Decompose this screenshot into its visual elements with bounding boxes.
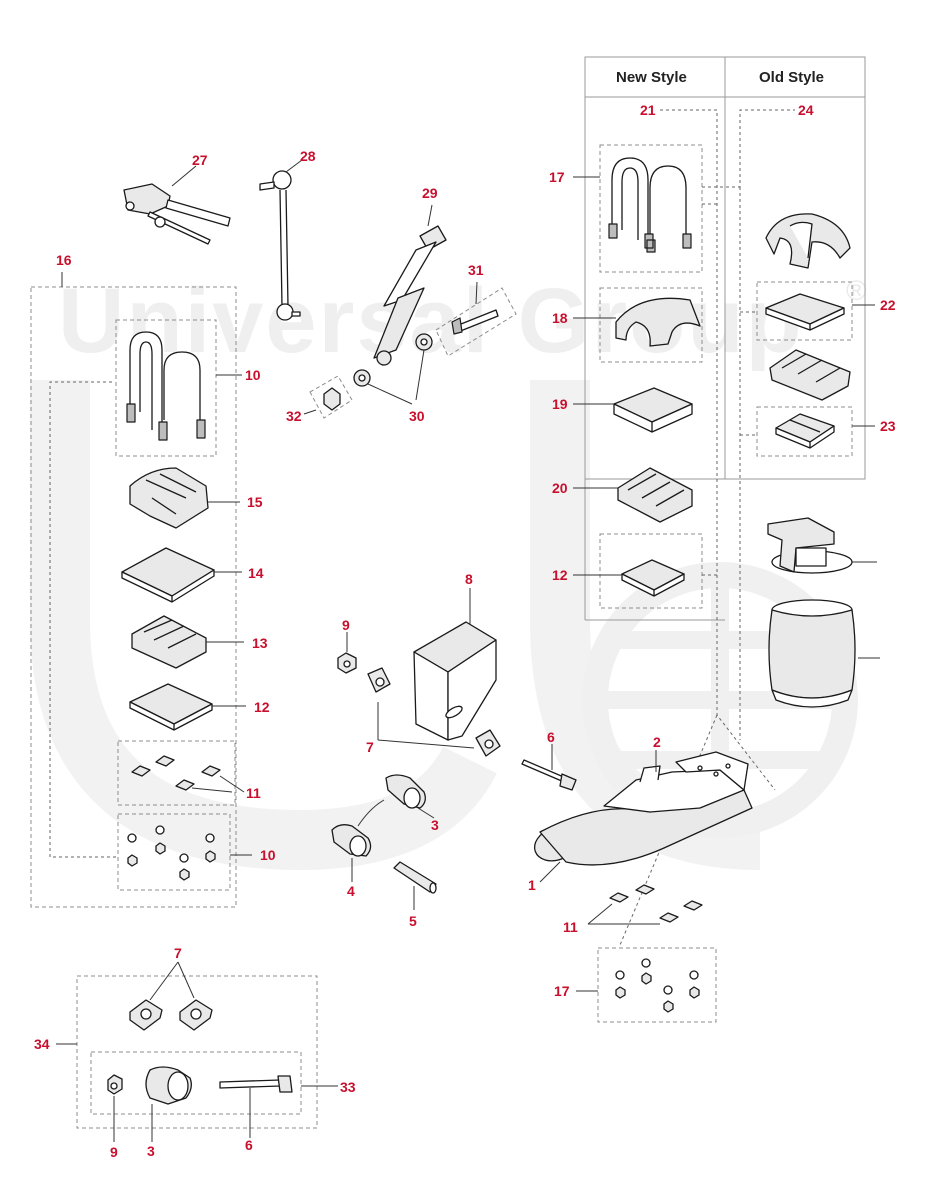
callout-10-bottom: 10 [260,847,276,863]
callout-9: 9 [342,617,350,633]
callout-15: 15 [247,494,263,510]
callout-18: 18 [552,310,568,326]
right-spacers-11: 11 [563,884,703,935]
new-style-pad-19: 19 [552,387,693,433]
left-spacer-13: 13 [131,615,268,669]
callout-12-left: 12 [254,699,270,715]
watermark-registered-mark: ® [846,275,867,306]
callout-31: 31 [468,262,484,278]
old-style-spacer [769,349,851,401]
callout-22: 22 [880,297,896,313]
new-style-pad-12: 12 [552,533,703,609]
callout-30: 30 [409,408,425,424]
shock-absorber: 29 [373,185,447,366]
left-pad-12: 12 [129,683,270,731]
callout-11-right: 11 [563,919,578,935]
callout-16: 16 [56,252,72,268]
stabilizer-link: 28 [259,148,316,321]
callout-6-kit: 6 [245,1137,253,1153]
callout-3-mid: 3 [431,817,439,833]
callout-5: 5 [409,913,417,929]
callout-19: 19 [552,396,568,412]
style-comparison-table: New Style Old Style [584,56,866,621]
callout-4: 4 [347,883,355,899]
new-style-spacer-20: 20 [552,467,693,523]
callout-21: 21 [640,102,656,118]
wedges-7: 7 [366,667,501,757]
callout-24: 24 [798,102,814,118]
old-style-header: Old Style [759,69,824,86]
callout-9-kit: 9 [110,1144,118,1160]
callout-23: 23 [880,418,896,434]
callout-2: 2 [653,734,661,750]
nut-9: 9 [337,617,357,674]
bolt-6: 6 [521,729,577,791]
left-ubolt-group: 10 [115,319,261,457]
shock-washers-30: 30 [353,333,433,424]
old-style-pad-23: 23 [756,406,896,457]
air-spring [768,599,880,708]
callout-7-kit: 7 [174,945,182,961]
callout-32: 32 [286,408,302,424]
callout-3-kit: 3 [147,1143,155,1159]
kit-wedges-7: 7 [129,945,213,1031]
callout-1: 1 [528,877,536,893]
callout-8: 8 [465,571,473,587]
callout-27: 27 [192,152,208,168]
shock-nut-32: 32 [286,375,353,424]
callout-6-mid: 6 [547,729,555,745]
trailing-arm: 2 1 [528,734,753,893]
callout-33: 33 [340,1079,356,1095]
left-spacers-11: 11 [117,740,261,806]
callout-28: 28 [300,148,316,164]
bushing-3: 3 [385,774,439,833]
kit-10-bracket-line [49,381,118,858]
style-guide-lines: 21 24 [619,102,814,946]
callout-20: 20 [552,480,568,496]
old-style-pad-22: 22 [756,281,896,341]
callout-17-top: 17 [549,169,565,185]
callout-10-top: 10 [245,367,261,383]
bushing-4: 4 [331,799,385,899]
cover-8: 8 [413,571,497,741]
left-nuts-10: 10 [117,813,276,891]
new-style-saddle-group: 18 [552,287,703,363]
callout-13: 13 [252,635,268,651]
kit-16: 16 [30,252,237,908]
callout-11-left: 11 [246,785,261,801]
callout-7-mid: 7 [366,739,374,755]
callout-14: 14 [248,565,264,581]
old-style-saddle [765,213,851,269]
shock-bolt-31: 31 [435,262,517,357]
new-style-header: New Style [616,69,687,86]
new-style-ubolt-group: 17 [549,144,703,273]
right-nuts-17: 17 [554,947,717,1023]
sleeve-5: 5 [393,861,437,929]
kit-34: 34 [34,975,318,1129]
guard-bracket [767,517,877,574]
left-pad-14: 14 [121,547,264,603]
left-saddle-15: 15 [129,467,263,529]
kit-33: 33 9 3 6 [90,1051,356,1160]
height-control-valve: 27 [123,152,231,245]
callout-29: 29 [422,185,438,201]
callout-17-bottom: 17 [554,983,570,999]
callout-12-right: 12 [552,567,568,583]
callout-34: 34 [34,1036,50,1052]
